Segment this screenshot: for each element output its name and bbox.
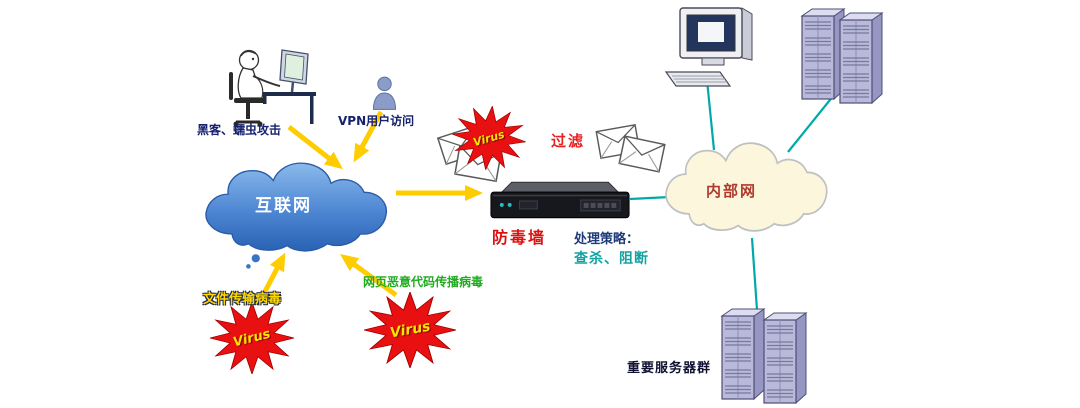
important-servers-label: 重要服务器群 [627,361,712,376]
vpn-access-label: VPN用户访问 [338,114,415,128]
server-group-icon [721,308,807,404]
intranet-cloud: 内部网 [658,138,838,250]
internet-cloud: 互联网 [197,158,399,278]
firewall-appliance-icon [490,181,630,219]
strategy-actions-label: 查杀、阻断 [574,251,649,267]
vpn-user-icon [372,76,397,110]
file-virus-label: 文件传输病毒 [203,292,282,307]
filter-label: 过滤 [551,132,586,150]
virus-burst-mail: Virus [448,102,530,174]
web-virus-label: 网页恶意代码传播病毒 [363,275,484,289]
firewall-label: 防毒墙 [492,228,547,247]
virus-burst-web: Virus [364,292,456,368]
strategy-title-label: 处理策略： [574,232,640,247]
hacker-attack-label: 黑客、蠕虫攻击 [197,123,282,137]
hacker-icon [229,49,316,127]
virus-burst-file: Virus [210,302,294,374]
workstation-icon [664,7,753,87]
internet-label: 互联网 [255,196,312,216]
server-tower-icon [801,8,883,104]
intranet-label: 内部网 [706,182,758,200]
